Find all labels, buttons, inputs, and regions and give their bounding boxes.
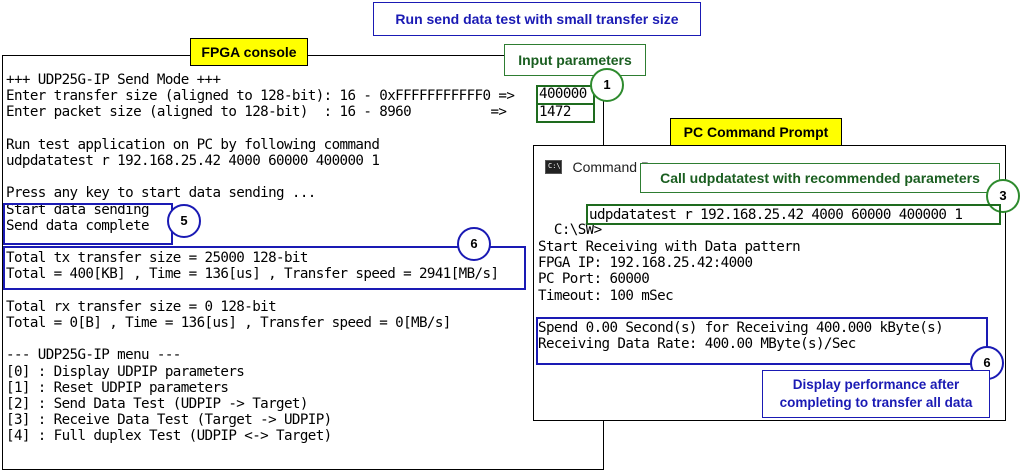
cmd-output-line: PC Port: 60000 — [538, 271, 650, 288]
cmd-window-icon: C:\ — [545, 159, 562, 174]
header-title: Run send data test with small transfer s… — [395, 11, 679, 27]
fpga-console-line — [6, 121, 514, 137]
display-performance-callout: Display performance after completing to … — [762, 370, 990, 418]
cmd-command-box[interactable]: udpdatatest r 192.168.25.42 4000 60000 4… — [586, 204, 1001, 225]
fpga-console-line: +++ UDP25G-IP Send Mode +++ — [6, 72, 221, 88]
packet-size-value: 1472 — [539, 104, 571, 120]
cmd-output-line: Receiving Data Rate: 400.00 MByte(s)/Sec — [538, 336, 856, 353]
fpga-console-line: Total rx transfer size = 0 128-bit — [6, 298, 277, 315]
fpga-console-line — [6, 169, 514, 185]
fpga-console-line — [6, 331, 514, 347]
tx-performance-box — [3, 246, 526, 290]
display-performance-line1: Display performance after — [792, 377, 960, 392]
call-udpdatatest-callout: Call udpdatatest with recommended parame… — [640, 163, 1000, 193]
input-parameters-callout: Input parameters — [504, 44, 646, 76]
cmd-command-line: C:\SW> — [538, 206, 602, 238]
fpga-console-label: FPGA console — [190, 38, 308, 66]
badge-6-fpga: 6 — [457, 227, 491, 261]
cmd-window-titlebar: C:\ Command P — [545, 158, 650, 176]
pc-command-prompt-label: PC Command Prompt — [670, 118, 842, 146]
badge-3-text: 3 — [999, 188, 1007, 203]
fpga-console-line: [1] : Reset UDPIP parameters — [6, 379, 229, 396]
cmd-command-text: udpdatatest r 192.168.25.42 4000 60000 4… — [589, 207, 963, 223]
fpga-console-label-text: FPGA console — [201, 44, 297, 60]
input-parameters-text: Input parameters — [518, 52, 632, 68]
fpga-console-line: [4] : Full duplex Test (UDPIP <-> Target… — [6, 428, 332, 445]
fpga-console-line: Total = 0[B] , Time = 136[us] , Transfer… — [6, 315, 451, 332]
fpga-console-line: [3] : Receive Data Test (Target -> UDPIP… — [6, 412, 332, 429]
badge-1-text: 1 — [603, 77, 611, 92]
cmd-output-line: Spend 0.00 Second(s) for Receiving 400.0… — [538, 320, 944, 337]
packet-size-input[interactable]: 1472 — [536, 103, 595, 123]
header-title-box: Run send data test with small transfer s… — [373, 2, 701, 36]
transfer-size-value: 400000 — [539, 86, 587, 102]
badge-5-text: 5 — [180, 213, 188, 228]
badge-5: 5 — [167, 204, 201, 238]
fpga-console-line: Enter transfer size (aligned to 128-bit)… — [6, 88, 515, 105]
cmd-window-title: Command P — [572, 158, 651, 175]
cmd-output-line: FPGA IP: 192.168.25.42:4000 — [538, 255, 753, 272]
fpga-console-line: udpdatatest r 192.168.25.42 4000 60000 4… — [6, 153, 380, 170]
fpga-console-line: Press any key to start data sending ... — [6, 185, 316, 202]
fpga-console-line: Total tx transfer size = 25000 128-bit — [6, 250, 308, 267]
fpga-console-panel — [2, 55, 604, 470]
fpga-console-line: [2] : Send Data Test (UDPIP -> Target) — [6, 396, 308, 413]
cmd-output-line: Start Receiving with Data pattern — [538, 239, 801, 255]
call-udpdatatest-text: Call udpdatatest with recommended parame… — [660, 170, 980, 186]
cmd-output-line: Timeout: 100 mSec — [538, 287, 674, 304]
badge-3: 3 — [986, 179, 1020, 213]
fpga-console-line: Run test application on PC by following … — [6, 136, 380, 153]
cmd-prompt: C:\SW> — [553, 222, 602, 239]
display-performance-line2: completing to transfer all data — [779, 395, 973, 410]
transfer-size-input[interactable]: 400000 — [536, 85, 595, 105]
fpga-console-line: Start data sending — [6, 201, 150, 218]
fpga-console-line: Total = 400[KB] , Time = 136[us] , Trans… — [6, 266, 499, 283]
fpga-console-text: +++ UDP25G-IP Send Mode +++Enter transfe… — [6, 72, 515, 445]
fpga-console-line: Send data complete — [6, 217, 150, 234]
send-status-box — [3, 203, 173, 245]
fpga-console-line: --- UDP25G-IP menu --- — [6, 347, 181, 364]
badge-6-fpga-text: 6 — [470, 236, 478, 251]
badge-1: 1 — [590, 68, 624, 102]
fpga-console-line: [0] : Display UDPIP parameters — [6, 363, 245, 380]
badge-6-pc-text: 6 — [983, 355, 991, 370]
rx-performance-box — [536, 317, 988, 365]
pc-command-prompt-label-text: PC Command Prompt — [683, 124, 829, 140]
fpga-console-line: Enter packet size (aligned to 128-bit) :… — [6, 104, 507, 121]
